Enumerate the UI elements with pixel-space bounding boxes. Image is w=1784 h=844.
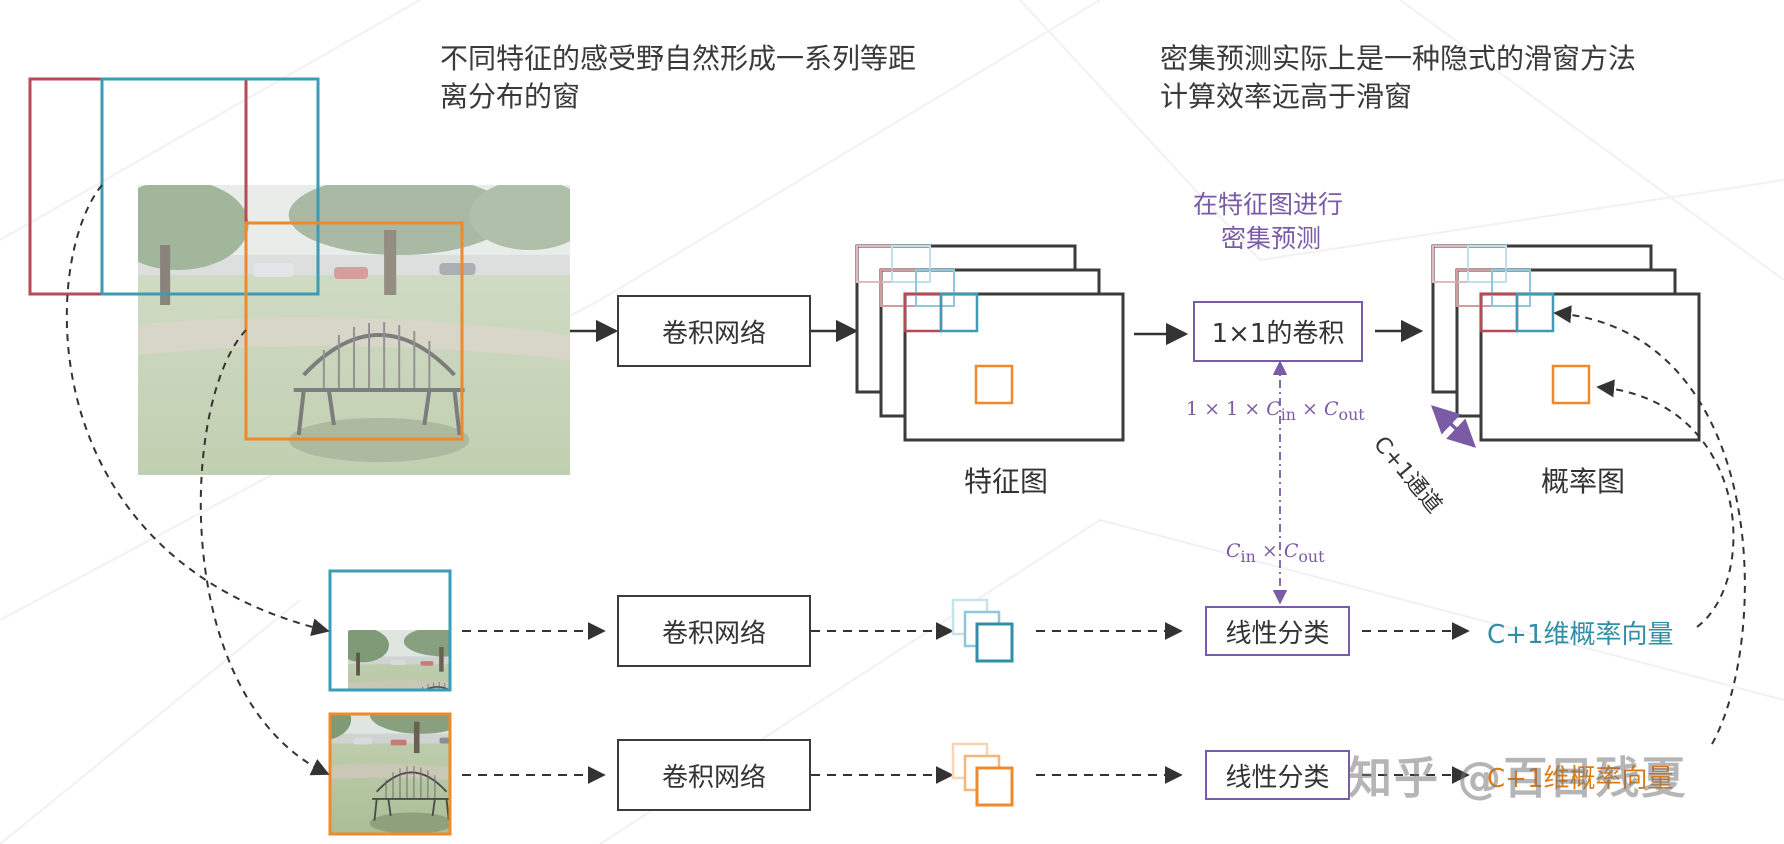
conv-network-label: 卷积网络 — [661, 762, 766, 793]
param-formula-linear: Cin × Cout — [1226, 540, 1325, 566]
conv-network-box-mid: 卷积网络 — [617, 595, 811, 667]
watermark: 知乎 @百目残夏 — [1348, 753, 1688, 804]
curve-vector-to-probmap-orange-cell — [1596, 379, 1735, 628]
feature-map-caption: 特征图 — [964, 465, 1049, 498]
conv-network-label: 卷积网络 — [661, 618, 766, 649]
linear-classifier-label: 线性分类 — [1225, 618, 1330, 649]
headline-right-line2: 计算效率远高于滑窗 — [1160, 80, 1413, 113]
linear-classifier-label: 线性分类 — [1225, 762, 1330, 793]
headline-right-line1: 密集预测实际上是一种隐式的滑窗方法 — [1160, 42, 1637, 75]
one-by-one-conv-label: 1×1的卷积 — [1211, 319, 1345, 349]
linear-classifier-box-mid: 线性分类 — [1205, 606, 1350, 656]
crop-orange — [328, 712, 452, 836]
probability-map-stack — [1431, 244, 1701, 442]
prob-vector-label-teal: C+1维概率向量 — [1487, 620, 1674, 650]
curve-vector-to-probmap-teal-cell — [1553, 305, 1746, 745]
prob-vector-label-orange: C+1维概率向量 — [1487, 764, 1674, 794]
feature-vector-orange — [951, 742, 1014, 807]
dense-note-line1: 在特征图进行 — [1193, 190, 1344, 219]
dense-note-line2: 密集预测 — [1221, 224, 1322, 253]
prob-map-caption: 概率图 — [1541, 465, 1626, 498]
one-by-one-conv-box: 1×1的卷积 — [1193, 301, 1363, 362]
feature-vector-teal — [951, 598, 1014, 663]
param-formula-conv: 1 × 1 × Cin × Cout — [1186, 398, 1365, 424]
crop-teal — [328, 569, 452, 692]
conv-network-label: 卷积网络 — [661, 318, 766, 349]
conv-network-box-top: 卷积网络 — [617, 295, 811, 367]
channel-double-arrow — [1430, 405, 1477, 448]
conv-network-box-bot: 卷积网络 — [617, 739, 811, 811]
headline-left-line1: 不同特征的感受野自然形成一系列等距 — [440, 42, 917, 75]
feature-map-stack — [855, 244, 1125, 442]
linear-classifier-box-bot: 线性分类 — [1205, 750, 1350, 800]
headline-left-line2: 离分布的窗 — [440, 80, 581, 113]
input-photo — [138, 185, 570, 475]
